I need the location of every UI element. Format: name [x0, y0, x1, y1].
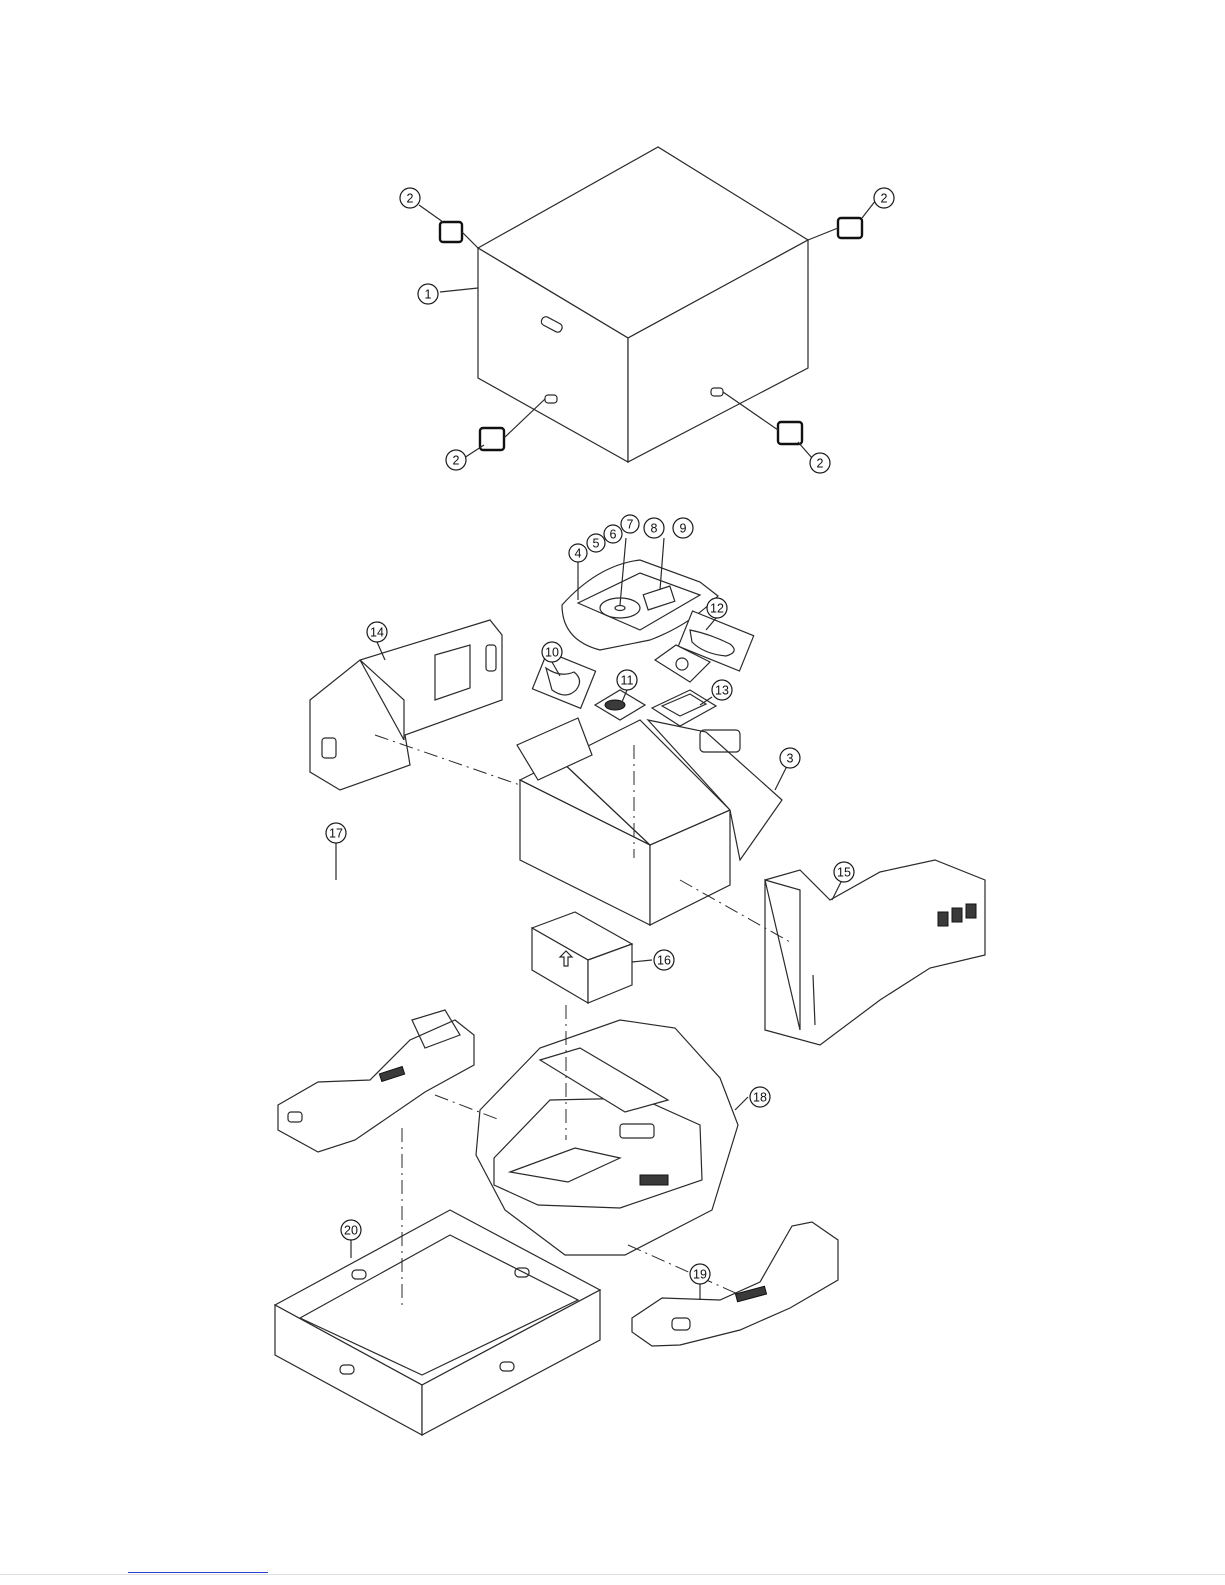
svg-text:20: 20: [344, 1224, 358, 1238]
insert-box: [532, 912, 632, 1003]
foam-cushion-left-bottom: [278, 1010, 474, 1152]
svg-text:1: 1: [425, 288, 432, 302]
corner-cap-top-right: [808, 218, 862, 240]
callout-9: 9: [673, 518, 693, 538]
accessory-box: [517, 718, 782, 925]
callout-5: 5: [587, 534, 605, 552]
callout-15: 15: [834, 862, 854, 882]
svg-text:12: 12: [710, 602, 724, 616]
svg-text:2: 2: [817, 457, 824, 471]
callout-19: 19: [690, 1264, 710, 1284]
svg-text:3: 3: [787, 752, 794, 766]
svg-text:17: 17: [329, 827, 343, 841]
svg-text:2: 2: [407, 192, 414, 206]
outer-carton: [478, 147, 808, 462]
corner-cap-top-left: [440, 222, 478, 248]
svg-text:19: 19: [693, 1268, 707, 1282]
page-bottom-rule: [0, 1574, 1225, 1575]
svg-text:5: 5: [593, 537, 600, 551]
foam-cushion-right-bottom: [632, 1222, 838, 1346]
svg-text:2: 2: [881, 192, 888, 206]
callout-2-top-left: 2: [400, 188, 420, 208]
svg-text:18: 18: [753, 1091, 767, 1105]
callout-4: 4: [569, 544, 587, 562]
svg-text:11: 11: [621, 674, 634, 688]
svg-text:16: 16: [657, 954, 671, 968]
callout-17: 17: [326, 823, 346, 843]
callout-1: 1: [418, 284, 438, 304]
svg-text:6: 6: [610, 528, 617, 542]
footer-link-underline[interactable]: [128, 1572, 268, 1573]
callout-10: 10: [542, 642, 562, 662]
callout-3: 3: [780, 748, 800, 768]
svg-text:15: 15: [837, 866, 851, 880]
svg-text:8: 8: [651, 522, 658, 536]
svg-text:10: 10: [545, 646, 559, 660]
callout-18: 18: [750, 1087, 770, 1107]
callout-2-top-right: 2: [874, 188, 894, 208]
callout-2-bottom-right: 2: [810, 453, 830, 473]
callout-8: 8: [616, 518, 664, 538]
foam-cushion-right-top: [765, 860, 985, 1045]
callout-11: 11: [617, 670, 637, 690]
callout-20: 20: [341, 1220, 361, 1240]
cleaning-kit: [595, 690, 645, 720]
scanner-in-bag: [476, 1020, 738, 1255]
callout-16: 16: [654, 950, 674, 970]
svg-text:2: 2: [453, 454, 460, 468]
callout-14: 14: [367, 622, 387, 642]
foam-cushion-left-top: [310, 620, 502, 790]
svg-text:9: 9: [680, 522, 687, 536]
corner-cap-bottom-right: [723, 392, 802, 444]
svg-text:14: 14: [370, 626, 384, 640]
callout-2-bottom-left: 2: [446, 450, 466, 470]
usb-cable: [532, 652, 595, 709]
svg-text:4: 4: [575, 547, 582, 561]
svg-text:13: 13: [715, 684, 729, 698]
bottom-tray: [275, 1210, 600, 1435]
callout-12: 12: [707, 598, 727, 618]
callout-13: 13: [712, 680, 732, 700]
